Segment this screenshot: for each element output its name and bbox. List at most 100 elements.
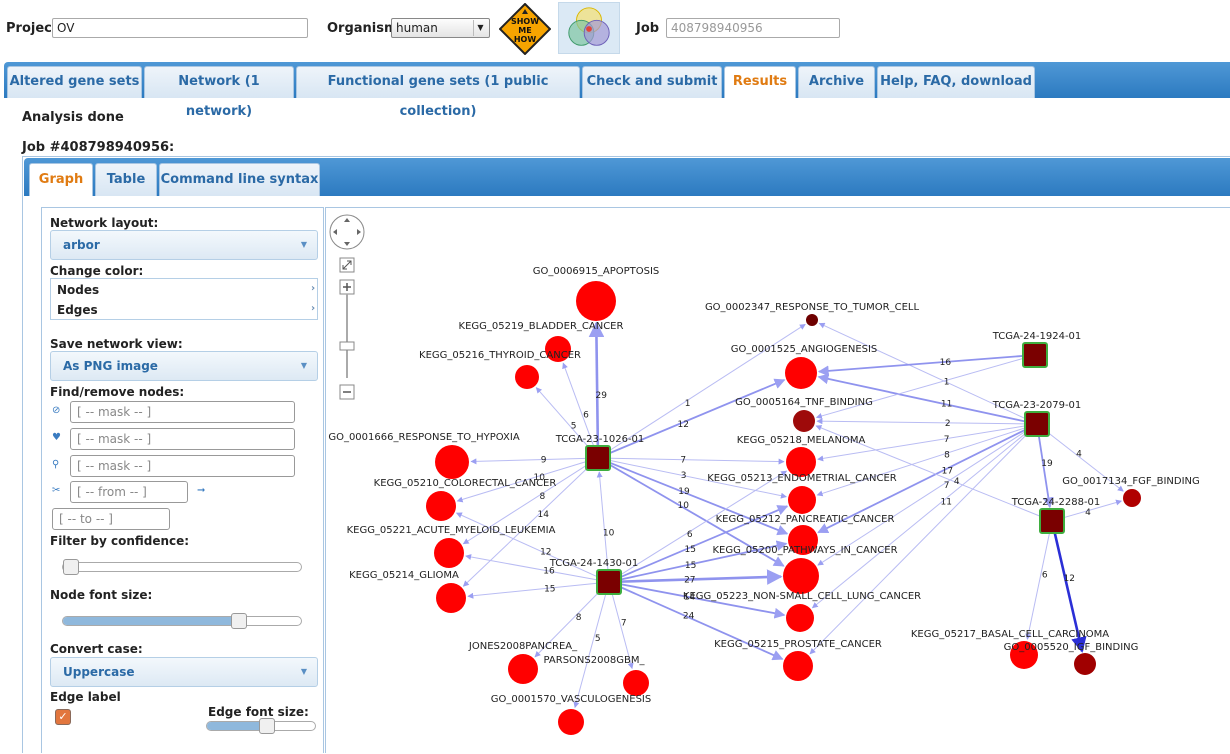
tab-results[interactable]: Results	[724, 66, 796, 98]
graph-node-geneset[interactable]	[426, 491, 456, 521]
graph-node-geneset[interactable]	[1123, 489, 1141, 507]
graph-edge[interactable]	[817, 430, 1028, 566]
graph-edge[interactable]	[470, 457, 587, 465]
tab-functional-gene-sets[interactable]: Functional gene sets (1 public collectio…	[296, 66, 580, 119]
tab-command-line-syntax[interactable]: Command line syntax	[159, 163, 320, 196]
graph-edge[interactable]	[596, 471, 609, 571]
graph-node-sample[interactable]	[1039, 508, 1065, 534]
graph-edge[interactable]	[818, 322, 1027, 420]
tab-check-and-submit[interactable]: Check and submit	[582, 66, 722, 98]
remove-mask-input[interactable]: [ -- mask -- ]	[70, 401, 295, 423]
graph-edge[interactable]	[607, 323, 806, 452]
graph-node-geneset[interactable]	[785, 357, 817, 389]
graph-edge[interactable]	[620, 540, 788, 581]
graph-edge[interactable]	[1053, 532, 1087, 653]
from-input[interactable]: [ -- from -- ]	[70, 481, 188, 503]
graph-edge[interactable]	[609, 457, 785, 465]
graph-edge[interactable]	[609, 459, 787, 499]
graph-edge[interactable]	[619, 586, 784, 661]
pan-control[interactable]	[329, 214, 365, 250]
organism-select[interactable]: human ▼	[391, 18, 490, 38]
graph-node-geneset[interactable]	[434, 538, 464, 568]
show-me-how-icon[interactable]: SHOW ME HOW	[499, 3, 551, 55]
graph-node-geneset[interactable]	[783, 558, 819, 594]
graph-node-geneset[interactable]	[436, 583, 466, 613]
graph-node-sample[interactable]	[596, 569, 622, 595]
graph-edge[interactable]	[534, 590, 601, 658]
graph-edge[interactable]	[817, 428, 1027, 534]
tab-network[interactable]: Network (1 network)	[144, 66, 294, 119]
graph-node-geneset[interactable]	[623, 670, 649, 696]
graph-node-geneset[interactable]	[788, 525, 818, 555]
graph-node-sample[interactable]	[585, 445, 611, 471]
graph-edge[interactable]	[815, 425, 1042, 517]
tab-help-faq-download[interactable]: Help, FAQ, download	[877, 66, 1035, 98]
venn-diagram-icon[interactable]	[558, 2, 620, 54]
graph-node-sample[interactable]	[1024, 411, 1050, 437]
graph-edge[interactable]	[816, 427, 1026, 497]
graph-edge[interactable]	[816, 418, 1026, 425]
color-edges-item[interactable]: Edges ›	[57, 303, 315, 317]
graph-edge[interactable]	[817, 425, 1026, 462]
confidence-slider-thumb[interactable]	[63, 559, 79, 575]
graph-edge[interactable]	[619, 505, 789, 579]
graph-edge[interactable]	[467, 582, 598, 599]
graph-edge[interactable]	[588, 321, 605, 447]
graph-node-geneset[interactable]	[515, 365, 539, 389]
graph-edge[interactable]	[465, 554, 598, 581]
graph-edge[interactable]	[562, 362, 595, 447]
graph-edge[interactable]	[817, 355, 1024, 377]
graph-edge[interactable]	[815, 357, 1024, 419]
arrow-right-icon[interactable]: ➞	[197, 485, 206, 496]
graph-node-sample[interactable]	[1022, 342, 1048, 368]
graph-edge[interactable]	[811, 431, 1029, 609]
graph-edge[interactable]	[607, 463, 785, 567]
color-nodes-item[interactable]: Nodes ›	[57, 283, 315, 297]
graph-node-geneset[interactable]	[786, 447, 816, 477]
layout-select[interactable]: arbor ▼	[50, 230, 318, 260]
graph-edge[interactable]	[608, 461, 789, 536]
graph-node-geneset[interactable]	[786, 604, 814, 632]
convert-case-select[interactable]: Uppercase ▼	[50, 657, 318, 687]
graph-edge[interactable]	[611, 593, 634, 670]
to-input[interactable]: [ -- to -- ]	[52, 508, 170, 530]
graph-edge[interactable]	[1025, 532, 1051, 640]
graph-node-geneset[interactable]	[1010, 641, 1038, 669]
graph-node-geneset[interactable]	[1074, 653, 1096, 675]
tab-table[interactable]: Table	[95, 163, 157, 196]
keep-mask-input[interactable]: [ -- mask -- ]	[70, 428, 295, 450]
node-font-slider-thumb[interactable]	[231, 613, 247, 629]
graph-node-geneset[interactable]	[558, 709, 584, 735]
find-mask-input[interactable]: [ -- mask -- ]	[70, 455, 295, 477]
graph-node-geneset[interactable]	[783, 651, 813, 681]
tab-graph[interactable]: Graph	[29, 163, 93, 196]
graph-edge[interactable]	[455, 512, 599, 578]
edge-label-checkbox[interactable]: ✓	[55, 709, 71, 725]
graph-node-geneset[interactable]	[576, 281, 616, 321]
zoom-slider-handle[interactable]	[339, 341, 355, 351]
tab-archive[interactable]: Archive	[798, 66, 875, 98]
save-view-select[interactable]: As PNG image ▼	[50, 351, 318, 381]
tab-altered-gene-sets[interactable]: Altered gene sets	[7, 66, 142, 98]
graph-edge[interactable]	[1046, 430, 1124, 492]
graph-edge[interactable]	[620, 583, 786, 619]
job-input[interactable]: 408798940956	[666, 18, 840, 38]
graph-node-geneset[interactable]	[508, 654, 538, 684]
graph-edge[interactable]	[809, 432, 1029, 655]
graph-edge[interactable]	[456, 461, 587, 503]
graph-edge[interactable]	[573, 593, 607, 709]
project-input[interactable]: OV	[52, 18, 308, 38]
graph-node-geneset[interactable]	[788, 486, 816, 514]
network-graph[interactable]: 2965910812173191014161512857272414156151…	[326, 208, 1230, 754]
graph-node-geneset[interactable]	[793, 410, 815, 432]
graph-edge[interactable]	[1037, 435, 1054, 509]
graph-edge[interactable]	[608, 378, 786, 455]
graph-edge[interactable]	[618, 470, 788, 577]
node-font-slider[interactable]	[62, 613, 302, 629]
graph-node-geneset[interactable]	[435, 445, 469, 479]
graph-node-geneset[interactable]	[806, 314, 818, 326]
graph-edge[interactable]	[1063, 499, 1123, 519]
graph-edge[interactable]	[462, 465, 590, 587]
graph-edge[interactable]	[817, 373, 1026, 423]
